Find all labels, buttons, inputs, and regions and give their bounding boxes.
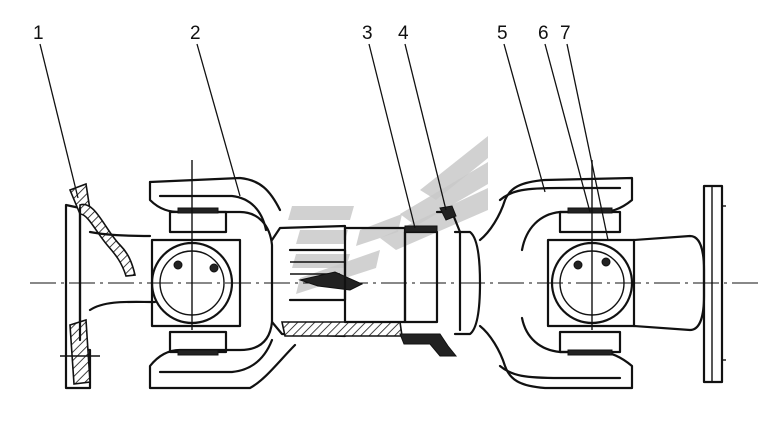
callout-7: 7 <box>560 23 609 241</box>
svg-text:5: 5 <box>497 23 508 44</box>
left-cross-joint <box>148 160 297 390</box>
svg-text:2: 2 <box>190 23 201 44</box>
left-flange-yoke <box>60 182 157 390</box>
svg-text:7: 7 <box>560 23 571 44</box>
callout-3: 3 <box>362 23 416 229</box>
callout-2: 2 <box>190 23 241 197</box>
callout-4: 4 <box>398 23 447 211</box>
svg-text:6: 6 <box>538 23 549 44</box>
right-flange <box>632 184 726 384</box>
watermark-logo <box>288 136 488 294</box>
right-yoke <box>478 160 636 390</box>
callout-6: 6 <box>538 23 591 213</box>
svg-text:4: 4 <box>398 23 409 44</box>
callout-1: 1 <box>33 23 79 199</box>
svg-text:1: 1 <box>33 23 44 44</box>
svg-text:3: 3 <box>362 23 373 44</box>
central-shaft <box>270 205 482 357</box>
callout-5: 5 <box>497 23 546 193</box>
